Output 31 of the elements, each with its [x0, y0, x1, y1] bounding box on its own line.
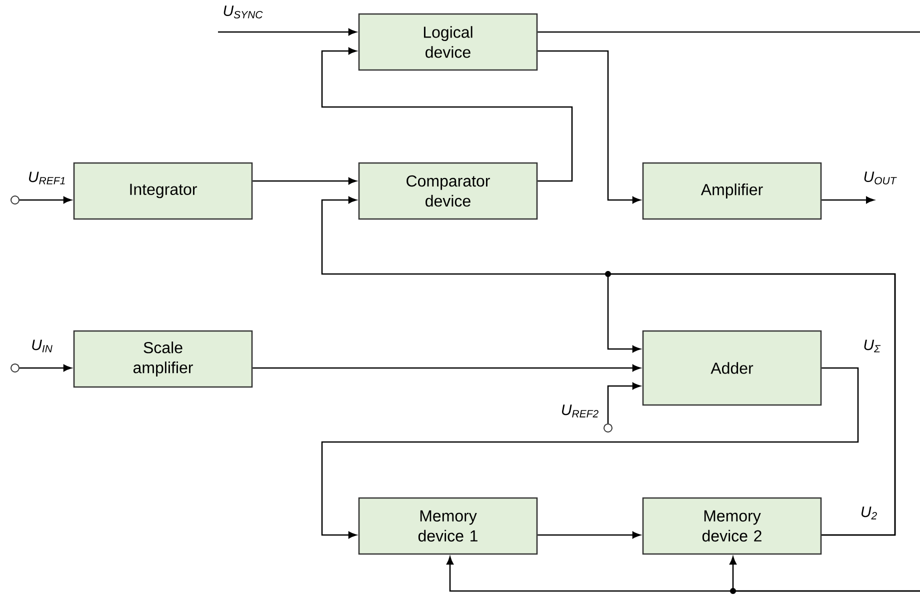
arrow	[321, 367, 859, 538]
signal-label: U$_{2}$	[862, 506, 877, 520]
process-box: Scale amplifier	[73, 330, 253, 388]
signal-label: U$_{SYNC}$	[224, 6, 263, 18]
arrow	[607, 382, 640, 424]
process-box: Integrator	[73, 162, 253, 220]
terminal-circle	[10, 364, 20, 372]
arrow	[20, 364, 72, 372]
arrow	[252, 178, 356, 184]
terminal-circle	[604, 424, 612, 432]
process-box: Memory device 2	[642, 497, 822, 555]
signal-label: U$_{REF1}$	[29, 172, 65, 184]
signal-label: U$_{OUT}$	[864, 172, 897, 184]
signal-label: U$_{IN}$	[32, 340, 52, 352]
signal-label: U$_{Σ}$	[864, 340, 881, 352]
arrow	[607, 273, 896, 536]
arrow	[252, 364, 640, 372]
arrow	[321, 48, 573, 182]
signal-label: U$_{REF2}$	[562, 404, 598, 418]
process-box: Memory device 1	[358, 497, 538, 555]
arrow	[538, 50, 640, 204]
arrow	[538, 532, 640, 538]
process-box: Comparator device	[358, 162, 538, 220]
process-box: Logical device	[358, 13, 538, 71]
terminal-circle	[10, 196, 20, 204]
process-box: Amplifier	[642, 162, 822, 220]
arrow	[822, 196, 874, 204]
arrow	[730, 556, 920, 592]
arrow	[218, 28, 356, 36]
process-box: Adder	[642, 330, 822, 406]
arrow	[20, 196, 72, 204]
